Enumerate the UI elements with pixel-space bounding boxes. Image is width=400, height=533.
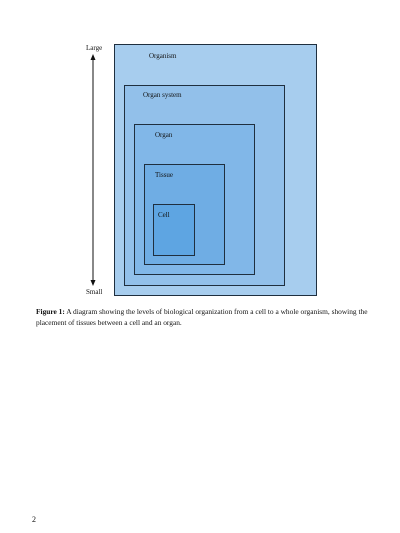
figure-caption: Figure 1: A diagram showing the levels o…: [36, 307, 372, 328]
organ-system-label: Organ system: [143, 91, 182, 99]
organ-label: Organ: [155, 131, 173, 139]
cell-box: Cell: [153, 204, 195, 256]
scale-large-label: Large: [86, 44, 103, 52]
figure-label: Figure 1:: [36, 307, 65, 316]
page-number: 2: [32, 515, 36, 524]
scale-small-label: Small: [86, 288, 103, 296]
size-arrow: [90, 54, 96, 286]
arrow-down-head: [90, 280, 96, 286]
arrow-up-head: [90, 54, 96, 60]
tissue-label: Tissue: [155, 171, 174, 179]
organism-label: Organism: [149, 52, 177, 60]
caption-text: A diagram showing the levels of biologic…: [36, 307, 368, 327]
cell-label: Cell: [158, 211, 170, 219]
